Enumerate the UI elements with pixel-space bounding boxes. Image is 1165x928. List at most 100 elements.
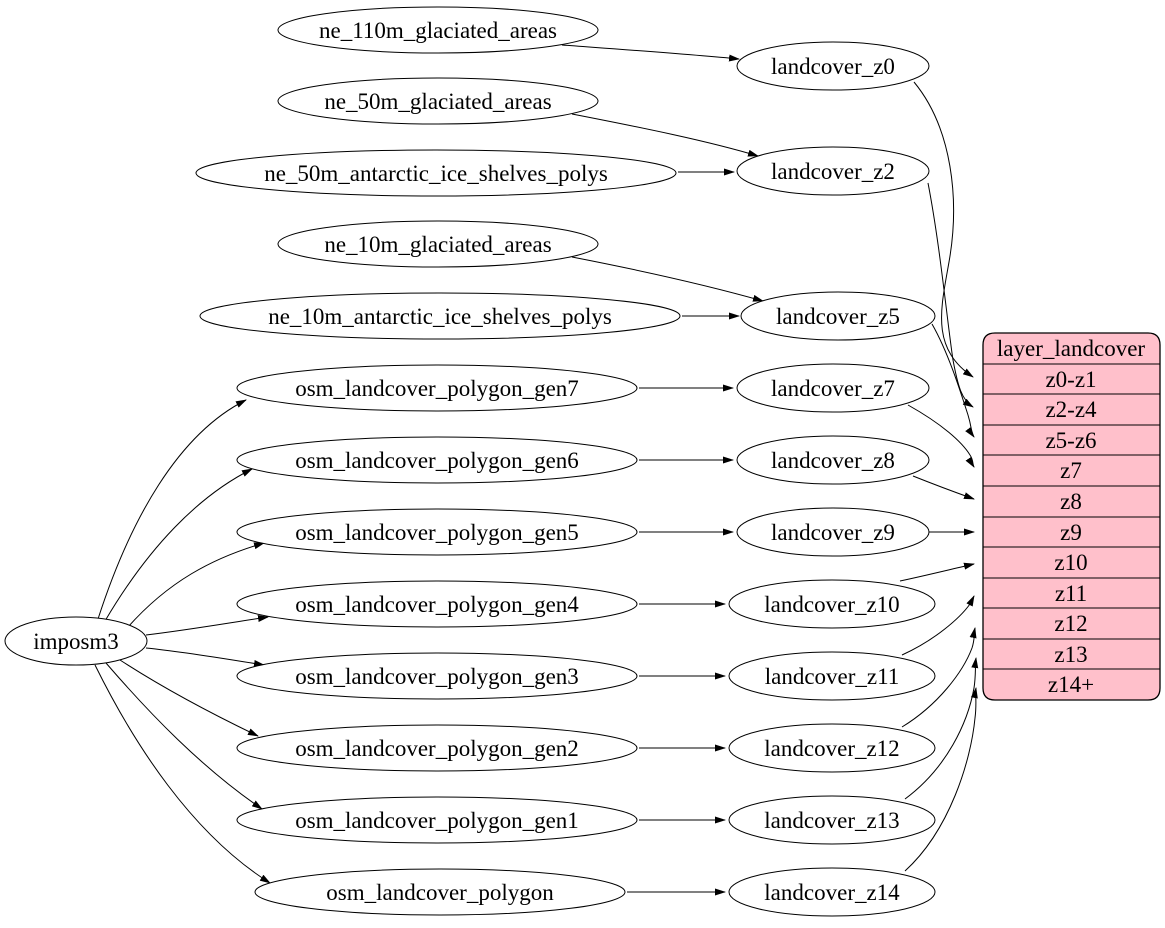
node-label: osm_landcover_polygon_gen2 — [295, 736, 579, 761]
record-row-z10: z10 — [1054, 550, 1087, 575]
node-landcover-z5: landcover_z5 — [740, 291, 936, 341]
node-ne-10m-antarctic-ice-shelves-polys: ne_10m_antarctic_ice_shelves_polys — [199, 292, 681, 340]
node-landcover-z13: landcover_z13 — [728, 795, 936, 845]
node-ellipse — [740, 291, 936, 341]
edge-ne110m-z0 — [561, 44, 740, 62]
node-ellipse — [236, 580, 638, 628]
node-label: landcover_z2 — [771, 159, 895, 184]
node-osm-landcover-polygon-gen4: osm_landcover_polygon_gen4 — [236, 580, 638, 628]
node-ellipse — [236, 652, 638, 700]
node-label: ne_10m_glaciated_areas — [324, 232, 551, 257]
edge-imposm3-gen2 — [119, 659, 259, 737]
edge-z12-row-z12 — [901, 627, 977, 728]
node-label: landcover_z8 — [771, 448, 895, 473]
node-imposm3: imposm3 — [4, 616, 148, 666]
record-layer-landcover: layer_landcover z0-z1 z2-z4 z5-z6 z7 z8 … — [982, 332, 1161, 701]
record-row-z14plus: z14+ — [1048, 672, 1094, 697]
edge-imposm3-gen4 — [145, 615, 269, 636]
node-ellipse — [236, 364, 638, 412]
node-ellipse — [277, 77, 599, 125]
node-ellipse — [236, 436, 638, 484]
node-label: landcover_z13 — [764, 808, 899, 833]
node-landcover-z7: landcover_z7 — [736, 363, 930, 413]
node-label: landcover_z10 — [764, 592, 899, 617]
record-row-z8: z8 — [1060, 489, 1082, 514]
node-ellipse — [728, 795, 936, 845]
node-ellipse — [736, 146, 930, 196]
node-label: landcover_z7 — [771, 376, 895, 401]
node-label: landcover_z14 — [764, 880, 900, 905]
node-landcover-z9: landcover_z9 — [736, 507, 930, 557]
node-ellipse — [728, 723, 936, 773]
node-label: landcover_z9 — [771, 520, 895, 545]
node-landcover-z10: landcover_z10 — [728, 579, 936, 629]
node-label: osm_landcover_polygon_gen3 — [295, 664, 579, 689]
node-landcover-z0: landcover_z0 — [736, 41, 930, 91]
edge-group — [94, 44, 979, 896]
node-ellipse — [736, 507, 930, 557]
edge-z14-row-z14plus — [904, 687, 978, 872]
record-row-z2-z4: z2-z4 — [1045, 397, 1097, 422]
node-ellipse — [728, 579, 936, 629]
edge-z10-row-z10 — [899, 562, 975, 582]
node-osm-landcover-polygon-gen1: osm_landcover_polygon_gen1 — [236, 796, 638, 844]
record-row-z12: z12 — [1054, 611, 1087, 636]
node-label: imposm3 — [33, 629, 119, 654]
node-label: ne_10m_antarctic_ice_shelves_polys — [268, 304, 612, 329]
edge-z0-row-z0-z1 — [913, 81, 974, 378]
node-label: osm_landcover_polygon — [326, 880, 554, 905]
node-label: ne_50m_antarctic_ice_shelves_polys — [264, 161, 608, 186]
node-label: osm_landcover_polygon_gen5 — [295, 520, 579, 545]
node-ellipse — [236, 508, 638, 556]
edge-imposm3-gen7 — [97, 399, 247, 620]
node-label: osm_landcover_polygon_gen4 — [295, 592, 579, 617]
node-osm-landcover-polygon: osm_landcover_polygon — [254, 868, 626, 916]
node-ellipse — [736, 41, 930, 91]
node-landcover-z8: landcover_z8 — [736, 435, 930, 485]
node-osm-landcover-polygon-gen6: osm_landcover_polygon_gen6 — [236, 436, 638, 484]
node-label: landcover_z5 — [776, 304, 900, 329]
node-ellipse — [236, 724, 638, 772]
node-ne-50m-antarctic-ice-shelves-polys: ne_50m_antarctic_ice_shelves_polys — [195, 149, 677, 197]
edge-z8-row-z8 — [912, 475, 975, 500]
node-landcover-z12: landcover_z12 — [728, 723, 936, 773]
node-label: landcover_z12 — [764, 736, 899, 761]
node-ellipse — [4, 616, 148, 666]
node-ellipse — [199, 292, 681, 340]
edge-z2-row-z2-z4 — [927, 182, 974, 408]
node-label: osm_landcover_polygon_gen7 — [295, 376, 579, 401]
node-ellipse — [728, 651, 936, 701]
node-osm-landcover-polygon-gen5: osm_landcover_polygon_gen5 — [236, 508, 638, 556]
edge-imposm3-gen3 — [145, 647, 265, 667]
record-row-z13: z13 — [1054, 642, 1087, 667]
edge-imposm3-gen5 — [127, 542, 265, 628]
node-osm-landcover-polygon-gen3: osm_landcover_polygon_gen3 — [236, 652, 638, 700]
edge-ne50m-glaciated-z2 — [571, 113, 759, 157]
node-ellipse — [736, 435, 930, 485]
node-landcover-z2: landcover_z2 — [736, 146, 930, 196]
node-ne-110m-glaciated-areas: ne_110m_glaciated_areas — [277, 6, 599, 54]
node-ne-50m-glaciated-areas: ne_50m_glaciated_areas — [277, 77, 599, 125]
node-ellipse — [236, 796, 638, 844]
node-label: osm_landcover_polygon_gen6 — [295, 448, 579, 473]
node-label: ne_50m_glaciated_areas — [324, 89, 551, 114]
record-row-z7: z7 — [1060, 458, 1082, 483]
node-ne-10m-glaciated-areas: ne_10m_glaciated_areas — [277, 220, 599, 268]
edge-imposm3-gen1 — [105, 662, 263, 810]
node-ellipse — [277, 220, 599, 268]
node-landcover-z14: landcover_z14 — [728, 867, 936, 917]
node-label: landcover_z0 — [771, 54, 895, 79]
node-osm-landcover-polygon-gen7: osm_landcover_polygon_gen7 — [236, 364, 638, 412]
node-ellipse — [254, 868, 626, 916]
node-osm-landcover-polygon-gen2: osm_landcover_polygon_gen2 — [236, 724, 638, 772]
record-title: layer_landcover — [997, 336, 1145, 361]
record-row-z11: z11 — [1055, 581, 1087, 606]
node-ellipse — [277, 6, 599, 54]
node-label: landcover_z11 — [765, 664, 900, 689]
edge-imposm3-polygon — [94, 664, 271, 884]
node-label: ne_110m_glaciated_areas — [319, 18, 557, 43]
node-label: osm_landcover_polygon_gen1 — [295, 808, 579, 833]
record-row-z5-z6: z5-z6 — [1045, 428, 1096, 453]
